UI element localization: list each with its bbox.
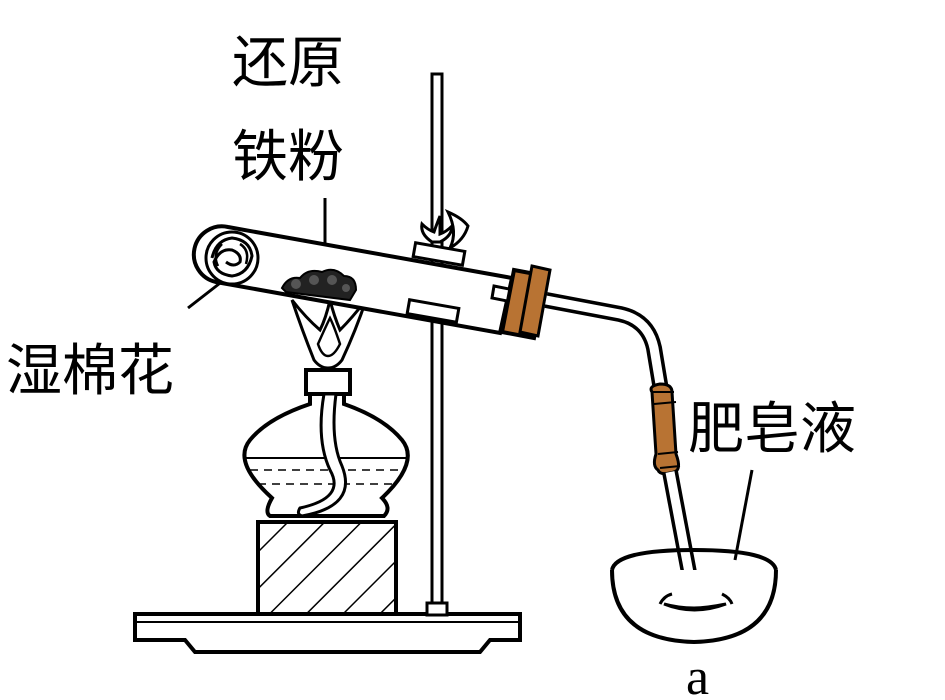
- wooden-block: [256, 520, 398, 616]
- evaporating-dish-a: [610, 547, 778, 645]
- label-reduced-iron-line2: 铁粉: [232, 125, 344, 190]
- stand-rod: [430, 72, 444, 616]
- clamp-upper-jaw: [411, 241, 467, 267]
- stand-rod-foot: [425, 601, 449, 617]
- lamp-collar: [304, 368, 352, 396]
- iron-powder: [280, 268, 358, 302]
- rubber-connector: [649, 382, 681, 476]
- clamp-top: [420, 215, 454, 244]
- wet-cotton: [204, 230, 260, 286]
- stand-base: [133, 612, 522, 654]
- lower-tube-inner: [665, 471, 695, 579]
- flame-inner: [316, 315, 342, 358]
- cotton-leader-line: [187, 278, 225, 310]
- label-reduced-iron-line1: 还原: [232, 31, 344, 96]
- soap-leader-line: [733, 469, 754, 561]
- label-wet-cotton: 湿棉花: [6, 339, 174, 404]
- clamp-lower-jaw: [405, 298, 461, 324]
- clamp-top-right: [444, 209, 470, 252]
- rubber-connector-ribs: [652, 391, 681, 469]
- delivery-tube-inner: [545, 295, 667, 397]
- rubber-stopper-rim: [518, 264, 552, 338]
- lamp-wick: [296, 392, 348, 518]
- label-dish-a: a: [686, 649, 709, 700]
- label-soap-solution: 肥皂液: [688, 397, 856, 462]
